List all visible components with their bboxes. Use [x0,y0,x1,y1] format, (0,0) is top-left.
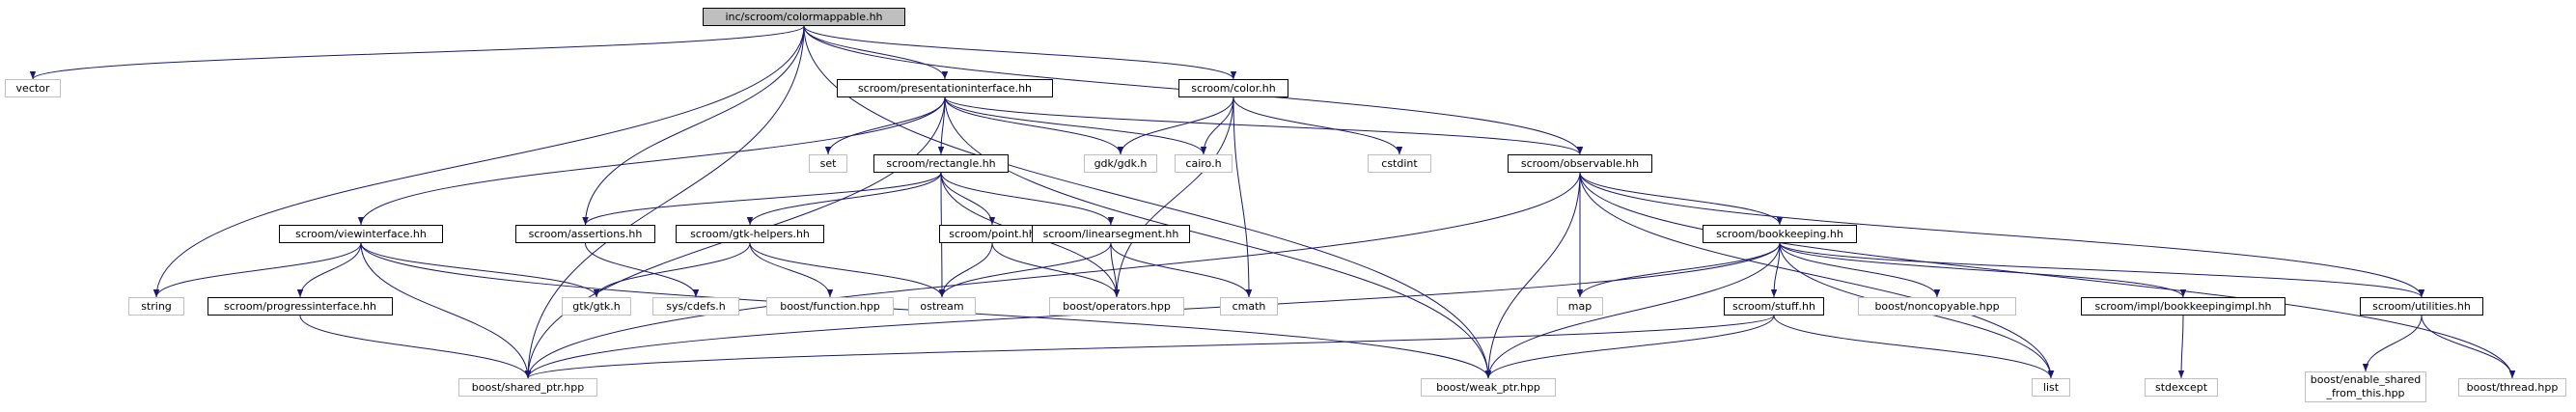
edge-color-to-cstdint [1233,96,1403,155]
edge-observable-to-bookkeeping [1579,172,1784,226]
edge-observable-to-weakptr [1484,172,1581,379]
edge-observable-to-list [1579,172,2055,379]
node-observable[interactable]: scroom/observable.hh [1508,154,1652,173]
node-thread: boost/thread.hpp [2458,378,2566,397]
node-gtk: gtk/gtk.h [562,297,631,316]
node-linearsegment[interactable]: scroom/linearsegment.hh [1032,225,1190,243]
node-set: set [809,154,847,173]
node-rectangle[interactable]: scroom/rectangle.hh [873,154,1009,173]
edge-bookkeeping-to-stuff [1770,242,1781,298]
edge-presentationinterface-to-viewinterface [357,96,946,226]
node-gtkhelpers[interactable]: scroom/gtk-helpers.hh [676,225,824,243]
edge-linearsegment-to-ostream [938,242,1112,298]
edge-color-to-cmath [1233,96,1253,298]
edge-presentationinterface-to-gdk [944,96,1124,155]
edge-linearsegment-to-cmath [1110,242,1253,298]
edge-observable-to-thread [1579,172,2516,379]
node-map: map [1557,297,1603,316]
edge-colormappable-to-sharedptr [524,25,805,379]
edge-presentationinterface-to-cairo [944,96,1207,155]
node-utilities[interactable]: scroom/utilities.hh [2360,297,2483,316]
node-ostream: ostream [908,297,976,316]
edge-stuff-to-sharedptr [525,315,1775,379]
node-function: boost/function.hpp [766,297,894,316]
edge-utilities-to-enableshared [2362,315,2423,372]
edge-observable-to-utilities [1579,172,2425,298]
node-progressinterface[interactable]: scroom/progressinterface.hh [208,297,393,316]
edge-point-to-operators [991,242,1121,298]
edge-assertions-to-cdefs [585,242,700,298]
edge-utilities-to-thread [2421,315,2516,379]
edge-gtkhelpers-to-ostream [749,242,946,298]
edge-bookkeepingimpl-to-stdexcept [2177,315,2185,379]
edge-colormappable-to-color [803,25,1237,80]
edge-progressinterface-to-sharedptr [299,315,532,379]
edge-color-to-operators [1113,96,1234,298]
node-weakptr: boost/weak_ptr.hpp [1421,378,1556,397]
edge-presentationinterface-to-weakptr [944,96,1492,379]
edge-colormappable-to-presentationinterface [803,25,949,80]
edge-rectangle-to-gtkhelpers [746,172,942,226]
edge-rectangle-to-point [940,172,996,226]
edge-bookkeeping-to-bookkeepingimpl [1779,242,2187,298]
node-colormappable[interactable]: inc/scroom/colormappable.hh [703,8,905,26]
edge-color-to-cairo [1200,96,1234,155]
node-cdefs: sys/cdefs.h [652,297,739,316]
edge-bookkeeping-to-map [1576,242,1781,298]
node-enableshared: boost/enable_shared _from_this.hpp [2305,371,2426,402]
edge-presentationinterface-to-set [824,96,946,155]
node-noncopyable: boost/noncopyable.hpp [1858,297,2016,316]
node-vector: vector [5,79,61,97]
edge-gtkhelpers-to-function [749,242,834,298]
node-stdexcept: stdexcept [2145,378,2218,397]
edge-bookkeeping-to-noncopyable [1779,242,1941,298]
node-presentationinterface[interactable]: scroom/presentationinterface.hh [837,79,1053,97]
node-viewinterface[interactable]: scroom/viewinterface.hh [279,225,443,243]
edge-colormappable-to-string [152,25,805,298]
node-bookkeeping[interactable]: scroom/bookkeeping.hh [1703,225,1857,243]
node-point[interactable]: scroom/point.hh [939,225,1045,243]
node-cmath: cmath [1220,297,1278,316]
node-sharedptr: boost/shared_ptr.hpp [458,378,597,397]
node-cairo: cairo.h [1175,154,1233,173]
node-assertions[interactable]: scroom/assertions.hh [515,225,655,243]
edge-colormappable-to-vector [30,25,805,80]
node-cstdint: cstdint [1368,154,1431,173]
edge-stuff-to-weakptr [1484,315,1775,379]
edge-gtkhelpers-to-gtk [593,242,751,298]
edge-rectangle-to-linearsegment [940,172,1115,226]
node-gdk: gdk/gdk.h [1084,154,1157,173]
edge-viewinterface-to-sharedptr [360,242,532,379]
edge-linearsegment-to-operators [1110,242,1121,298]
node-color[interactable]: scroom/color.hh [1178,79,1288,97]
edge-presentationinterface-to-observable [944,96,1584,155]
edge-stuff-to-list [1773,315,2055,379]
node-operators: boost/operators.hpp [1049,297,1184,316]
edge-viewinterface-to-string [152,242,362,298]
node-bookkeepingimpl[interactable]: scroom/impl/bookkeepingimpl.hh [2081,297,2285,316]
edge-viewinterface-to-progressinterface [296,242,362,298]
edge-bookkeeping-to-weakptr [1484,242,1781,379]
node-string: string [128,297,184,316]
node-stuff[interactable]: scroom/stuff.hh [1724,297,1824,316]
node-list: list [2032,378,2070,397]
edge-point-to-ostream [938,242,993,298]
edge-colormappable-to-assertions [582,25,805,226]
edge-observable-to-sharedptr [524,172,1581,379]
edge-bookkeeping-to-utilities [1779,242,2425,298]
edge-color-to-gdk [1117,96,1234,155]
edge-rectangle-to-assertions [582,172,942,226]
